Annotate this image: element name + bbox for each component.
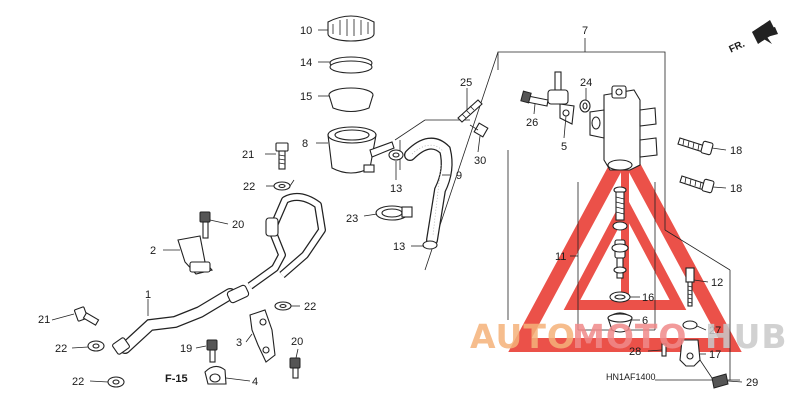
- hose-clamp-bracket: [177, 235, 214, 275]
- label-part-29: 29: [746, 377, 758, 389]
- screw-25: [457, 99, 489, 138]
- label-part-28: 28: [629, 346, 641, 358]
- inlet-bolt: [520, 90, 549, 107]
- reservoir-hose: [404, 137, 453, 246]
- push-rod-12: [685, 267, 695, 307]
- watermark-text: AUTO MOTO HUB: [470, 317, 788, 356]
- rod-joint-17: [679, 339, 701, 367]
- label-part-20-upper: 20: [232, 219, 244, 231]
- label-part-18-upper: 18: [730, 145, 742, 157]
- joint-pin-29: [699, 359, 729, 389]
- sealing-washer-mid: [274, 301, 292, 311]
- label-part-11: 11: [555, 251, 566, 263]
- label-part-4: 4: [252, 376, 258, 388]
- sealing-washer-upper: [273, 181, 291, 191]
- brake-hose: [112, 192, 326, 355]
- hose-clamp-4: [204, 365, 227, 385]
- watermark-text-hub: HUB: [705, 317, 788, 356]
- inlet-joint: [547, 71, 575, 125]
- label-part-13-lower: 13: [393, 241, 405, 253]
- bolt-20-lower: [289, 357, 301, 379]
- label-part-1: 1: [145, 289, 151, 301]
- watermark-text-moto: MOTO: [572, 317, 687, 356]
- piston-kit: [611, 186, 629, 279]
- hose-clamp: [375, 205, 413, 221]
- reservoir-diaphragm: [328, 87, 374, 113]
- label-part-2: 2: [150, 245, 156, 257]
- label-part-18-lower: 18: [730, 183, 742, 195]
- label-part-5: 5: [561, 141, 567, 153]
- master-cylinder-body: [589, 85, 658, 171]
- hose-clip-lower: [422, 240, 438, 250]
- label-part-26: 26: [526, 117, 538, 129]
- label-part-19: 19: [180, 343, 192, 355]
- hose-clip-upper: [388, 149, 404, 161]
- label-part-21-lower: 21: [38, 314, 50, 326]
- label-part-27: 27: [709, 325, 721, 337]
- label-part-25: 25: [460, 77, 472, 89]
- section-reference: F-15: [165, 373, 188, 385]
- label-part-22-mid: 22: [304, 301, 316, 313]
- label-part-12: 12: [711, 277, 723, 289]
- reservoir-tank: [327, 126, 395, 174]
- label-part-8: 8: [302, 138, 308, 150]
- mounting-bolt-upper: [677, 137, 714, 156]
- label-part-22-upper: 22: [243, 181, 255, 193]
- o-ring-24: [579, 99, 591, 113]
- label-part-6: 6: [642, 315, 648, 327]
- label-part-23: 23: [346, 213, 358, 225]
- label-part-9: 9: [456, 170, 462, 182]
- label-part-14: 14: [300, 57, 312, 69]
- banjo-bolt-upper: [275, 142, 289, 170]
- label-part-16: 16: [642, 292, 654, 304]
- label-part-22-lower-2: 22: [72, 376, 84, 388]
- label-part-24: 24: [580, 77, 592, 89]
- label-part-3: 3: [236, 337, 242, 349]
- lock-nut-27: [682, 320, 698, 330]
- label-part-17: 17: [709, 349, 721, 361]
- label-part-15: 15: [300, 91, 312, 103]
- label-part-10: 10: [300, 25, 312, 37]
- label-part-20-lower: 20: [291, 336, 303, 348]
- label-part-13-upper: 13: [390, 183, 402, 195]
- label-part-30: 30: [474, 155, 486, 167]
- reservoir-diaphragm-plate: [329, 56, 373, 74]
- reservoir-cap: [327, 15, 375, 42]
- watermark-text-auto: AUTO: [470, 317, 576, 356]
- label-part-21-upper: 21: [242, 149, 254, 161]
- bolt-20-upper: [199, 211, 211, 239]
- label-part-22-lower-1: 22: [55, 343, 67, 355]
- sealing-washer-lower-1: [87, 340, 105, 352]
- front-direction-arrow: FR.: [727, 20, 778, 55]
- leader-lines: [51, 29, 743, 383]
- mounting-bolt-lower: [679, 175, 715, 194]
- banjo-bolt-lower: [73, 306, 100, 326]
- boot-6: [607, 312, 633, 333]
- diagram-code: HN1AF1400: [606, 372, 656, 382]
- sealing-washer-lower-2: [107, 376, 125, 388]
- dust-seal-16: [609, 291, 631, 303]
- label-part-7: 7: [582, 25, 588, 37]
- bolt-19: [206, 339, 218, 363]
- front-direction-label: FR.: [727, 39, 746, 56]
- hose-guide-bracket: [249, 309, 276, 363]
- part-labels: 10 14 15 8 7 24 25 26 5 30 9 13 23 13 21…: [38, 25, 758, 389]
